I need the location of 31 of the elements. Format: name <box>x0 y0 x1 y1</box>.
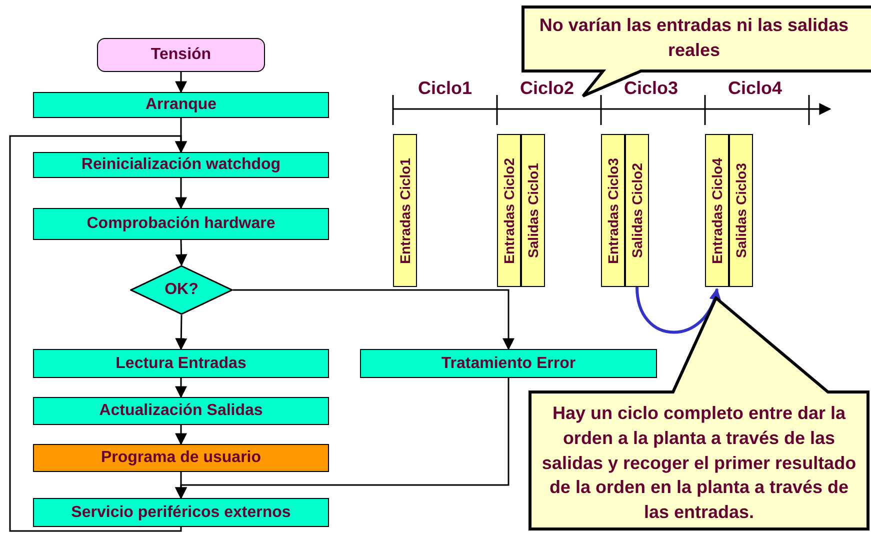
arrow <box>175 378 187 398</box>
process-box: Tratamiento Error <box>360 349 657 378</box>
arrow <box>175 178 187 210</box>
process-box: Programa de usuario <box>33 444 329 472</box>
timeline-bar: Salidas Ciclo3 <box>729 134 753 287</box>
timeline-bar: Entradas Ciclo1 <box>393 134 417 287</box>
start-box: Tensión <box>97 38 265 72</box>
timeline-bar: Salidas Ciclo2 <box>625 134 649 287</box>
arrow <box>9 135 187 532</box>
process-box: Servicio periféricos externos <box>33 498 329 527</box>
arrow <box>175 378 510 500</box>
arrow <box>175 314 188 350</box>
process-box: Arranque <box>33 92 329 118</box>
arrow <box>636 286 720 334</box>
cycle-label: Ciclo4 <box>728 78 782 99</box>
timeline-bar: Entradas Ciclo4 <box>705 134 729 287</box>
process-box: Comprobación hardware <box>33 208 329 240</box>
arrow <box>233 289 514 350</box>
timeline-bar: Salidas Ciclo1 <box>521 134 545 287</box>
process-box: Actualización Salidas <box>33 397 329 425</box>
process-box: Lectura Entradas <box>33 349 329 378</box>
cycle-label: Ciclo3 <box>624 78 678 99</box>
timeline-bar: Entradas Ciclo3 <box>601 134 625 287</box>
arrow <box>175 240 188 266</box>
cycle-label: Ciclo1 <box>418 78 472 99</box>
arrow <box>175 425 187 446</box>
process-box: Reinicialización watchdog <box>33 152 329 178</box>
decision-diamond: OK? <box>130 265 233 315</box>
arrow <box>175 72 187 94</box>
cycle-label: Ciclo2 <box>520 78 574 99</box>
timeline-bar: Entradas Ciclo2 <box>497 134 521 287</box>
